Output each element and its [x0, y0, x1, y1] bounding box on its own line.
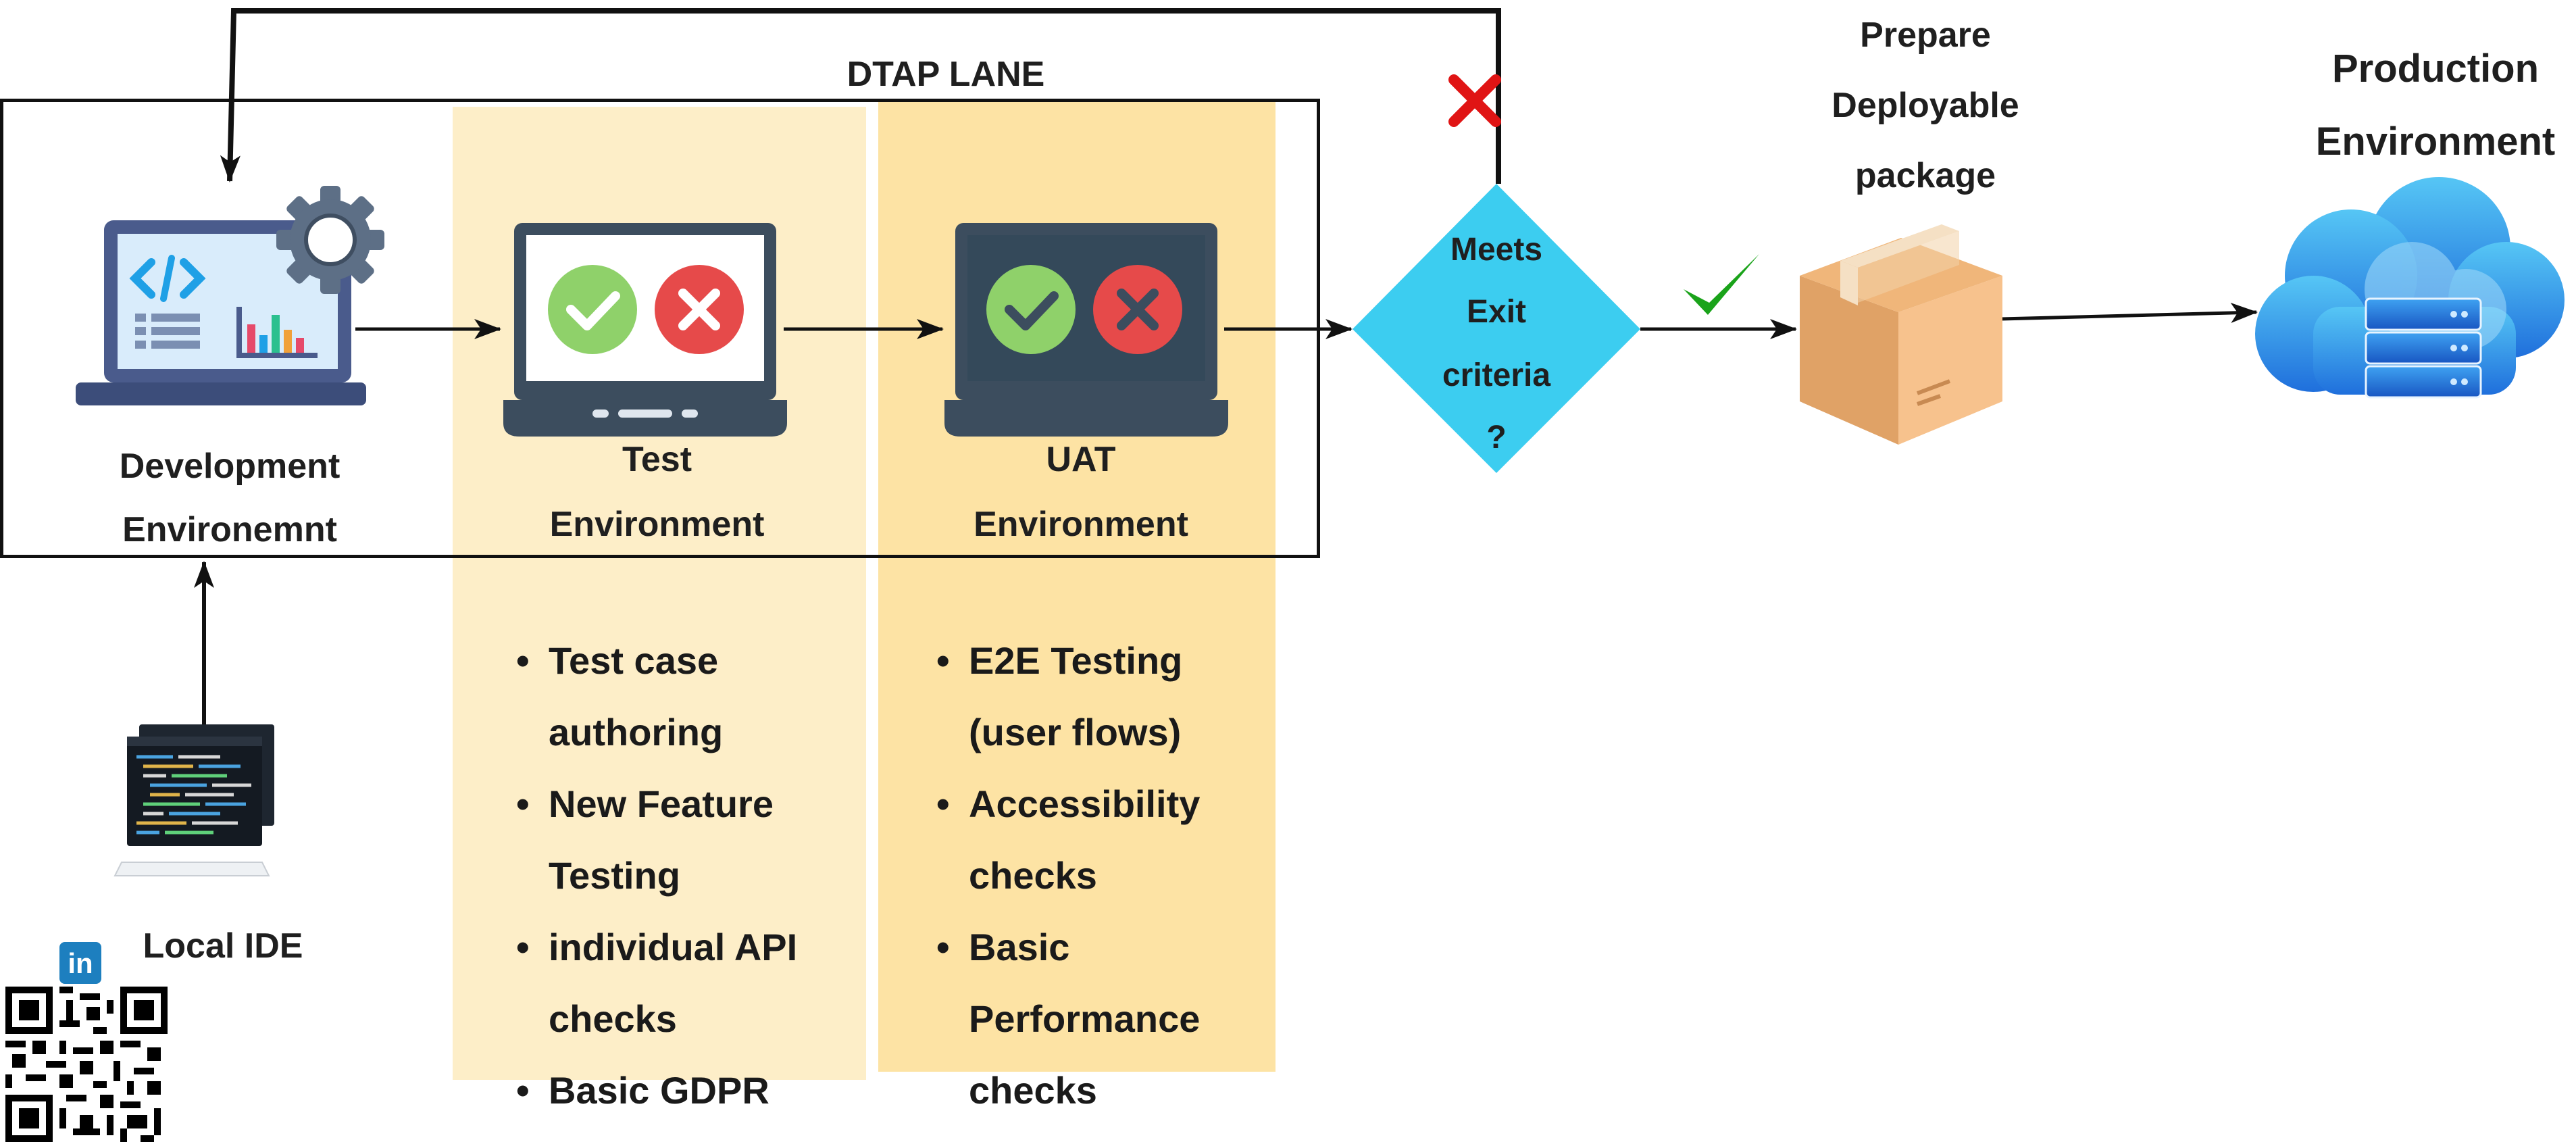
- test-label-line1: Test: [622, 440, 692, 479]
- check-icon: [986, 265, 1076, 354]
- lane-title: DTAP LANE: [847, 55, 1045, 94]
- uat-laptop-icon: [944, 223, 1228, 437]
- uat-label-line1: UAT: [1046, 440, 1116, 479]
- server-rack: [2365, 297, 2482, 399]
- code-icon: [129, 255, 206, 302]
- cross-icon: [1093, 265, 1182, 354]
- decision-diamond: [1353, 184, 1640, 473]
- pass-check-icon: [1684, 254, 1759, 315]
- arrow-package-to-production: [2000, 303, 2258, 323]
- decision-line3: criteria: [1442, 357, 1551, 393]
- decision-line1: Meets: [1450, 232, 1543, 268]
- feedback-loop-line: [220, 8, 1501, 184]
- list-item: Basic GDPR: [516, 1055, 797, 1126]
- local-ide-computer-icon: [113, 724, 274, 876]
- bar-chart-icon: [236, 307, 318, 358]
- package-label-line3: package: [1854, 156, 1996, 195]
- package-label-line2: Deployable: [1832, 86, 2019, 125]
- qr-code-icon[interactable]: [5, 987, 168, 1142]
- cloud-server-icon: [2255, 177, 2565, 399]
- development-label-line2: Environemnt: [122, 510, 337, 549]
- gear-icon: [276, 186, 384, 294]
- production-label-line1: Production: [2331, 47, 2540, 91]
- decision-line2: Exit: [1466, 294, 1527, 330]
- decision-line4: ?: [1486, 420, 1507, 455]
- test-label-line2: Environment: [549, 505, 765, 544]
- development-laptop-icon: [76, 220, 366, 405]
- reject-cross-icon: [1448, 74, 1501, 127]
- uat-label-line2: Environment: [974, 505, 1188, 544]
- development-label-line1: Development: [119, 447, 340, 486]
- test-laptop-icon: [503, 223, 787, 437]
- package-icon: [1800, 224, 2002, 445]
- local-ide-label: Local IDE: [143, 926, 303, 966]
- production-label-line2: Environment: [2315, 120, 2556, 164]
- package-label-line1: Prepare: [1860, 16, 1991, 55]
- cross-icon: [655, 265, 744, 354]
- linkedin-icon[interactable]: in: [59, 942, 101, 984]
- list-item: E2E Testing(user flows): [936, 625, 1200, 768]
- uat-activities-list: E2E Testing(user flows) Accessibilityche…: [920, 625, 1200, 1126]
- check-icon: [548, 265, 637, 354]
